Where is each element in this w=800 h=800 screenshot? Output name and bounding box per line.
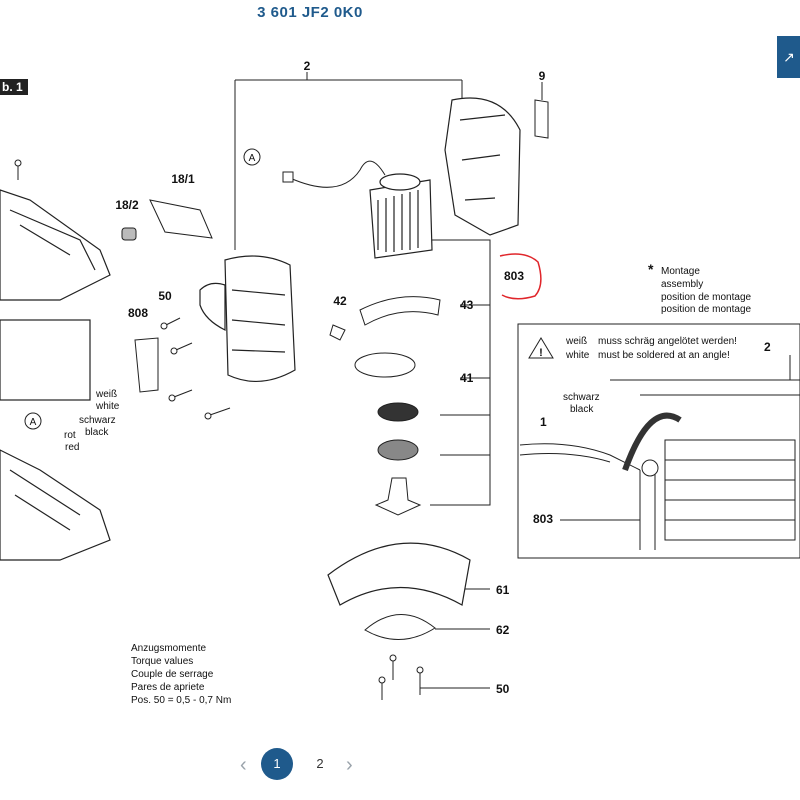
wire-lead xyxy=(289,160,386,188)
wire-red: red xyxy=(65,442,79,453)
page-2-button[interactable]: 2 xyxy=(316,756,324,771)
detail-warning-de: muss schräg angelötet werden! xyxy=(598,336,737,347)
label-42: 42 xyxy=(333,294,347,308)
detail-label-1: 1 xyxy=(540,415,547,429)
page-1-button[interactable]: 1 xyxy=(261,748,293,780)
montage-star: * xyxy=(648,261,654,277)
label-9: 9 xyxy=(539,69,546,83)
warning-icon xyxy=(528,337,554,359)
part-61-guard xyxy=(327,542,471,606)
torque-line-4: Pares de apriete xyxy=(131,682,205,693)
label-62: 62 xyxy=(496,623,510,637)
highlight-803 xyxy=(499,253,542,300)
torque-line-2: Torque values xyxy=(131,656,193,667)
montage-line-4: position de montage xyxy=(661,304,752,315)
svg-text:A: A xyxy=(30,417,37,428)
wire-black: black xyxy=(85,427,109,438)
spring-18-2 xyxy=(121,227,137,241)
expand-button[interactable]: ↗ xyxy=(777,36,800,78)
screws-50-bottom xyxy=(378,654,424,700)
expand-arrow-icon: ↗ xyxy=(783,49,795,65)
screw-left xyxy=(14,159,22,180)
pagination: ‹ 1 2 › xyxy=(0,748,620,784)
torque-line-1: Anzugsmomente xyxy=(131,643,206,654)
svg-text:A: A xyxy=(249,153,256,164)
label-43: 43 xyxy=(460,298,474,312)
wire-weiss: weiß xyxy=(95,389,117,400)
label-18-1: 18/1 xyxy=(171,172,195,186)
housing-half-right xyxy=(444,97,521,236)
page-title: 3 601 JF2 0K0 xyxy=(257,4,363,21)
part-18-1 xyxy=(149,199,213,239)
callout-a-left xyxy=(24,412,42,430)
montage-line-3: position de montage xyxy=(661,292,752,303)
label-61: 61 xyxy=(496,583,510,597)
part-42 xyxy=(329,324,346,341)
detail-label-2: 2 xyxy=(764,340,771,354)
label-50-bottom: 50 xyxy=(496,682,510,696)
bearing xyxy=(377,439,419,461)
label-50-left: 50 xyxy=(158,289,172,303)
part-62-clamp xyxy=(364,614,436,640)
detail-black: black xyxy=(570,404,594,415)
chevron-left-icon[interactable]: ‹ xyxy=(240,754,247,776)
detail-drawing xyxy=(519,355,800,550)
montage-line-1: Montage xyxy=(661,266,700,277)
callout-a-top xyxy=(243,148,261,166)
detail-warning-en: must be soldered at an angle! xyxy=(598,350,730,361)
detail-schwarz: schwarz xyxy=(563,392,600,403)
montage-line-2: assembly xyxy=(661,279,703,290)
housing-left xyxy=(0,189,111,561)
label-41: 41 xyxy=(460,371,474,385)
field-coil xyxy=(369,173,433,259)
part-9 xyxy=(534,99,549,139)
svg-text:!: ! xyxy=(539,347,543,359)
label-803: 803 xyxy=(504,269,524,283)
screws-50-left xyxy=(160,317,231,420)
bracket-803 xyxy=(430,239,491,506)
wire-rot: rot xyxy=(64,430,76,441)
detail-white: white xyxy=(565,350,590,361)
chevron-right-icon[interactable]: › xyxy=(346,754,353,776)
label-18-2: 18/2 xyxy=(115,198,139,212)
detail-label-803: 803 xyxy=(533,512,553,526)
part-43 xyxy=(359,296,441,326)
torque-line-5: Pos. 50 = 0,5 - 0,7 Nm xyxy=(131,695,231,706)
spindle xyxy=(374,477,422,516)
detail-weiss: weiß xyxy=(565,336,587,347)
label-2: 2 xyxy=(304,59,311,73)
figure-tag: b. 1 xyxy=(0,79,28,95)
detail-panel xyxy=(517,323,800,559)
bracket-2 xyxy=(234,79,463,250)
connector xyxy=(282,171,294,183)
wire-schwarz: schwarz xyxy=(79,415,116,426)
label-808: 808 xyxy=(128,306,148,320)
motor-housing xyxy=(199,255,296,383)
torque-line-3: Couple de serrage xyxy=(131,669,214,680)
part-808 xyxy=(134,337,159,393)
part-41 xyxy=(354,352,416,378)
wire-white: white xyxy=(95,401,120,412)
fan-wheel xyxy=(377,402,419,422)
